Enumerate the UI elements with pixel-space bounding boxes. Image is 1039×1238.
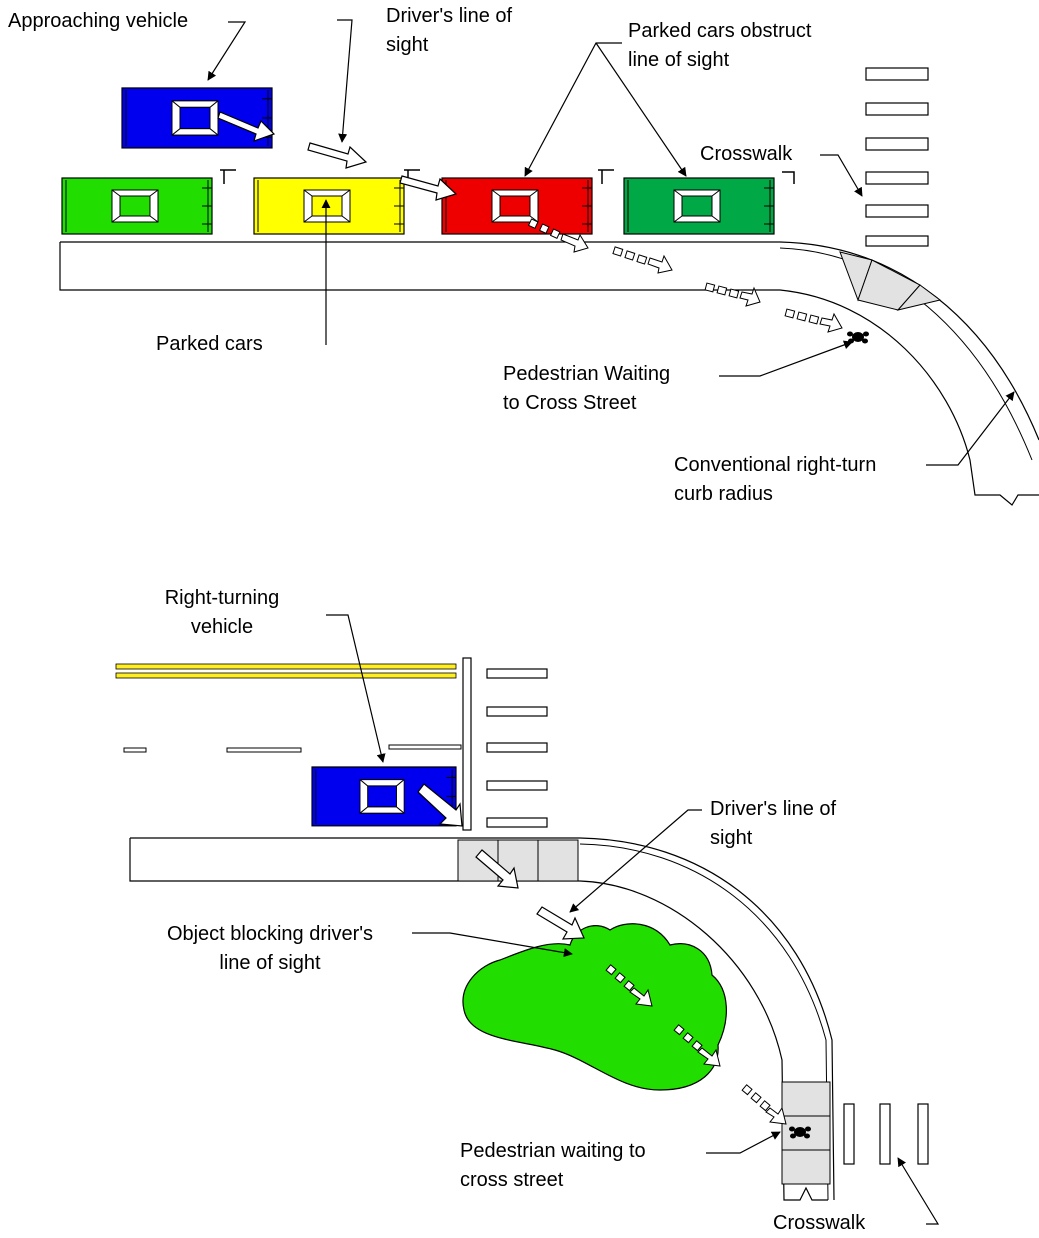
curb-line-bottom (130, 837, 835, 1201)
label-crosswalk-top: Crosswalk (700, 143, 793, 165)
label-drivers-line-of-sight-top: Driver's line of sight (386, 5, 513, 56)
crosswalk-bottom-side (843, 1103, 929, 1165)
bottom-panel (115, 614, 940, 1225)
line-of-sight-arrows-top (217, 111, 458, 201)
label-approaching-vehicle: Approaching vehicle (8, 10, 189, 32)
crosswalk-top (865, 67, 929, 247)
parked-car-red (441, 177, 593, 235)
label-object-blocking: Object blocking driver's line of sight (166, 923, 374, 974)
label-right-turning-vehicle: Right-turning vehicle (164, 587, 280, 638)
dashed-sight-arrows-top (527, 218, 843, 333)
label-pedestrian-waiting-top: Pedestrian Waiting to Cross Street (503, 363, 671, 414)
label-drivers-line-of-sight-bottom: Driver's line of sight (710, 798, 837, 849)
label-parked-cars: Parked cars (156, 333, 263, 355)
label-parked-cars-obstruct: Parked cars obstruct line of sight (628, 20, 812, 71)
parked-car-yellow (253, 177, 405, 235)
label-pedestrian-waiting-bottom: Pedestrian waiting to cross street (460, 1140, 646, 1191)
curb-ramps-bottom (457, 839, 831, 1185)
lane-dashes (123, 744, 462, 753)
stop-bar (462, 657, 472, 831)
curb-ramp-top (839, 251, 942, 311)
top-panel (59, 19, 1039, 506)
sidewalk-outline-top (59, 242, 1039, 506)
crosswalk-bottom-approach (486, 668, 548, 828)
callout-lines-top (207, 19, 1015, 466)
label-crosswalk-bottom: Crosswalk (773, 1212, 866, 1234)
inner-curb-line-bottom (579, 843, 829, 1201)
dashed-sight-arrows-bottom (605, 964, 787, 1125)
double-yellow-line (115, 663, 457, 679)
inner-curb-line-top (779, 247, 1033, 461)
blocking-bush (462, 923, 727, 1091)
line-of-sight-arrows-bottom (417, 783, 585, 940)
parked-car-dark-green (623, 177, 775, 235)
approaching-vehicle-blue (121, 87, 273, 149)
parked-car-light-green (61, 177, 213, 235)
label-curb-radius: Conventional right-turn curb radius (674, 454, 877, 505)
callout-lines-bottom (326, 614, 940, 1225)
pedestrian-icon-top (847, 331, 869, 344)
